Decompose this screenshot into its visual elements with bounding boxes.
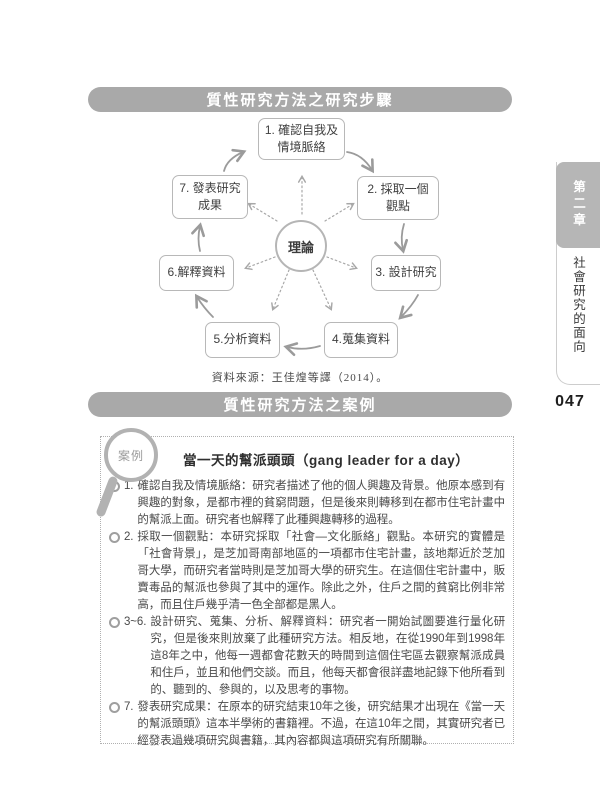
dotted-arrow-to-3	[326, 256, 358, 271]
case-item-number: 1.	[124, 480, 134, 492]
case-item-1: 1. 確認自我及情境脈絡：研究者描述了他的個人興趣及背景。他原本感到有興趣的對象…	[109, 478, 505, 529]
case-item-number: 3~6.	[124, 616, 147, 628]
dotted-arrow-to-2	[324, 202, 355, 222]
arrow-3-to-4	[398, 294, 419, 320]
case-study-box: 當一天的幫派頭頭（gang leader for a day） 1. 確認自我及…	[100, 436, 514, 747]
chapter-side-tab: 第二章 社會研究的面向	[556, 162, 600, 385]
case-item-2: 2. 採取一個觀點：本研究採取「社會—文化脈絡」觀點。本研究的實體是「社會背景」…	[109, 529, 505, 614]
case-item-text: 採取一個觀點：本研究採取「社會—文化脈絡」觀點。本研究的實體是「社會背景」，是芝…	[137, 531, 505, 611]
chapter-tab-label: 第二章	[556, 162, 600, 248]
case-badge: 案例	[104, 428, 158, 482]
arrow-1-to-2	[346, 151, 375, 174]
magnifier-icon: 案例	[88, 425, 168, 525]
ring-bullet-icon	[109, 532, 120, 543]
arrow-2-to-3	[394, 223, 409, 254]
case-item-7: 7. 發表研究成果：在原本的研究結束10年之後，研究結果才出現在《當一天的幫派頭…	[109, 699, 505, 750]
step-box-3: 3. 設計研究	[371, 255, 441, 291]
step-box-5: 5.分析資料	[205, 322, 280, 358]
case-item-3-6: 3~6. 設計研究、蒐集、分析、解釋資料：研究者一開始試圖要進行量化研究，但是後…	[109, 614, 505, 699]
case-badge-label: 案例	[117, 448, 144, 463]
dotted-arrow-to-4	[312, 269, 333, 311]
arrow-7-to-1	[223, 148, 247, 172]
step-box-6: 6.解釋資料	[159, 255, 234, 291]
case-item-text: 確認自我及情境脈絡：研究者描述了他的個人興趣及背景。他原本感到有興趣的對象，是都…	[137, 480, 505, 526]
case-item-number: 2.	[124, 531, 134, 543]
case-title: 當一天的幫派頭頭（gang leader for a day）	[183, 453, 470, 468]
dotted-arrow-to-5	[271, 269, 290, 311]
case-item-number: 7.	[124, 701, 134, 713]
magnifier-handle	[95, 475, 119, 518]
diagram-arrows	[191, 148, 419, 357]
arrow-5-to-6	[194, 293, 214, 318]
dotted-arrow-to-7	[247, 202, 278, 222]
chapter-number: 第二章	[571, 180, 585, 230]
theory-circle: 理論	[275, 220, 327, 272]
arrow-6-to-7	[191, 222, 206, 252]
section-header-case: 質性研究方法之案例	[88, 392, 512, 417]
case-item-text: 設計研究、蒐集、分析、解釋資料：研究者一開始試圖要進行量化研究，但是後來則放棄了…	[150, 616, 505, 696]
source-note: 資料來源：王佳煌等譯（2014）。	[211, 372, 389, 384]
ring-bullet-icon	[109, 702, 120, 713]
arrow-4-to-5	[283, 342, 321, 357]
chapter-section: 社會研究的面向	[557, 256, 600, 354]
step-box-4: 4.蒐集資料	[324, 322, 398, 358]
dotted-arrow-to-6	[244, 256, 276, 271]
step-box-2: 2. 採取一個 觀點	[357, 176, 439, 220]
step-box-1: 1. 確認自我及 情境脈絡	[258, 118, 345, 160]
step-box-7: 7. 發表研究 成果	[172, 175, 248, 219]
chapter-section-label: 社會研究的面向	[571, 256, 585, 354]
case-item-text: 發表研究成果：在原本的研究結束10年之後，研究結果才出現在《當一天的幫派頭頭》這…	[137, 701, 505, 747]
section-header-steps: 質性研究方法之研究步驟	[88, 87, 512, 112]
ring-bullet-icon	[109, 617, 120, 628]
page-number: 047	[555, 393, 585, 410]
case-items: 1. 確認自我及情境脈絡：研究者描述了他的個人興趣及背景。他原本感到有興趣的對象…	[109, 478, 505, 750]
